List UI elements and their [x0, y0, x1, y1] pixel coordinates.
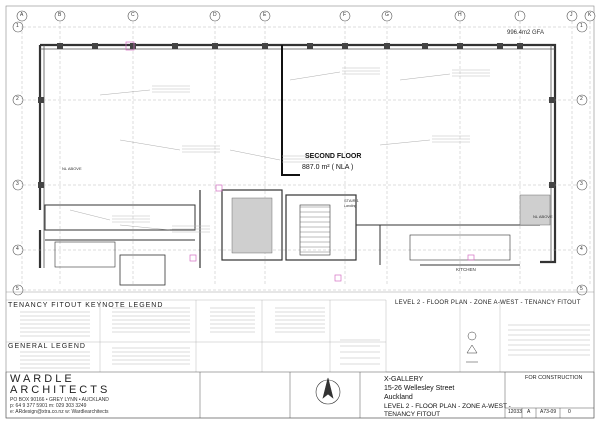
- revision-number: 0: [568, 409, 571, 415]
- zone-area: 887.0 m² ( NLA ): [302, 164, 354, 171]
- partitions-left: [44, 204, 196, 286]
- rev-prefix: A: [527, 409, 531, 415]
- title-block: [5, 371, 595, 419]
- plan-caption: LEVEL 2 - FLOOR PLAN - ZONE A-WEST - TEN…: [395, 300, 581, 306]
- project-name: X-GALLERY: [384, 376, 424, 383]
- grid-label-1: 1: [16, 23, 19, 29]
- project-address: 15-26 Wellesley Street: [384, 385, 455, 392]
- grid-label-3: 3: [580, 181, 583, 187]
- grid-label-i: I: [518, 12, 520, 18]
- grid-label-4: 4: [16, 246, 19, 252]
- architect-phone: p: 64 9 377 5901 m: 029 303 3249: [10, 403, 87, 409]
- grid-bubbles-side: [12, 21, 588, 296]
- grid-label-2: 2: [16, 96, 19, 102]
- building-outline: [38, 43, 557, 268]
- room-label-kitchen: KITCHEN: [456, 267, 476, 272]
- grid-label-d: D: [213, 12, 217, 18]
- room-label-nl-above-2: NL ABOVE: [533, 214, 553, 219]
- grid-label-k: K: [588, 12, 592, 18]
- project-city: Auckland: [384, 394, 413, 401]
- grid-label-g: G: [385, 12, 389, 18]
- architect-email: e: ARdesign@xtra.co.nz w: Wardlearchitec…: [10, 409, 109, 415]
- architect-name-line2: ARCHITECTS: [10, 384, 111, 396]
- room-label-stair: STAIR 1: [344, 198, 359, 203]
- architect-name-line1: WARDLE: [10, 373, 75, 385]
- architect-address: PO BOX 90166 • GREY LYNN • AUCKLAND: [10, 397, 109, 403]
- grid-label-e: E: [263, 12, 267, 18]
- gfa-label: 996.4m2 GFA: [507, 30, 545, 36]
- partitions-right: [356, 224, 540, 266]
- general-legend-title: GENERAL LEGEND: [8, 343, 86, 350]
- keynote-legend-title: TENANCY FITOUT KEYNOTE LEGEND: [8, 302, 164, 309]
- room-label-nl-above-1: NL ABOVE: [62, 166, 82, 171]
- grid-bubbles-top: [16, 10, 596, 22]
- grid-label-3: 3: [16, 181, 19, 187]
- north-arrow-icon: [315, 377, 341, 405]
- job-number: 12033: [508, 409, 522, 415]
- sheet-title: LEVEL 2 - FLOOR PLAN - ZONE A-WEST -: [384, 403, 511, 410]
- grid-label-h: H: [458, 12, 462, 18]
- room-label-landing: Landing: [344, 204, 357, 208]
- grid-label-1: 1: [580, 23, 583, 29]
- grid-label-a: A: [20, 12, 24, 18]
- grid-label-j: J: [570, 12, 573, 18]
- grid-label-5: 5: [16, 286, 19, 292]
- core-walls: [199, 189, 357, 268]
- grid-label-f: F: [343, 12, 347, 18]
- grid-label-2: 2: [580, 96, 583, 102]
- grid-label-5: 5: [580, 286, 583, 292]
- sheet-number: A73-09: [540, 409, 557, 415]
- sheet-title-line2: TENANCY FITOUT: [384, 411, 441, 418]
- grid-label-4: 4: [580, 246, 583, 252]
- grid-label-c: C: [131, 12, 135, 18]
- zone-title: SECOND FLOOR: [305, 153, 362, 160]
- status-label: FOR CONSTRUCTION: [525, 375, 583, 381]
- grid-label-b: B: [58, 12, 62, 18]
